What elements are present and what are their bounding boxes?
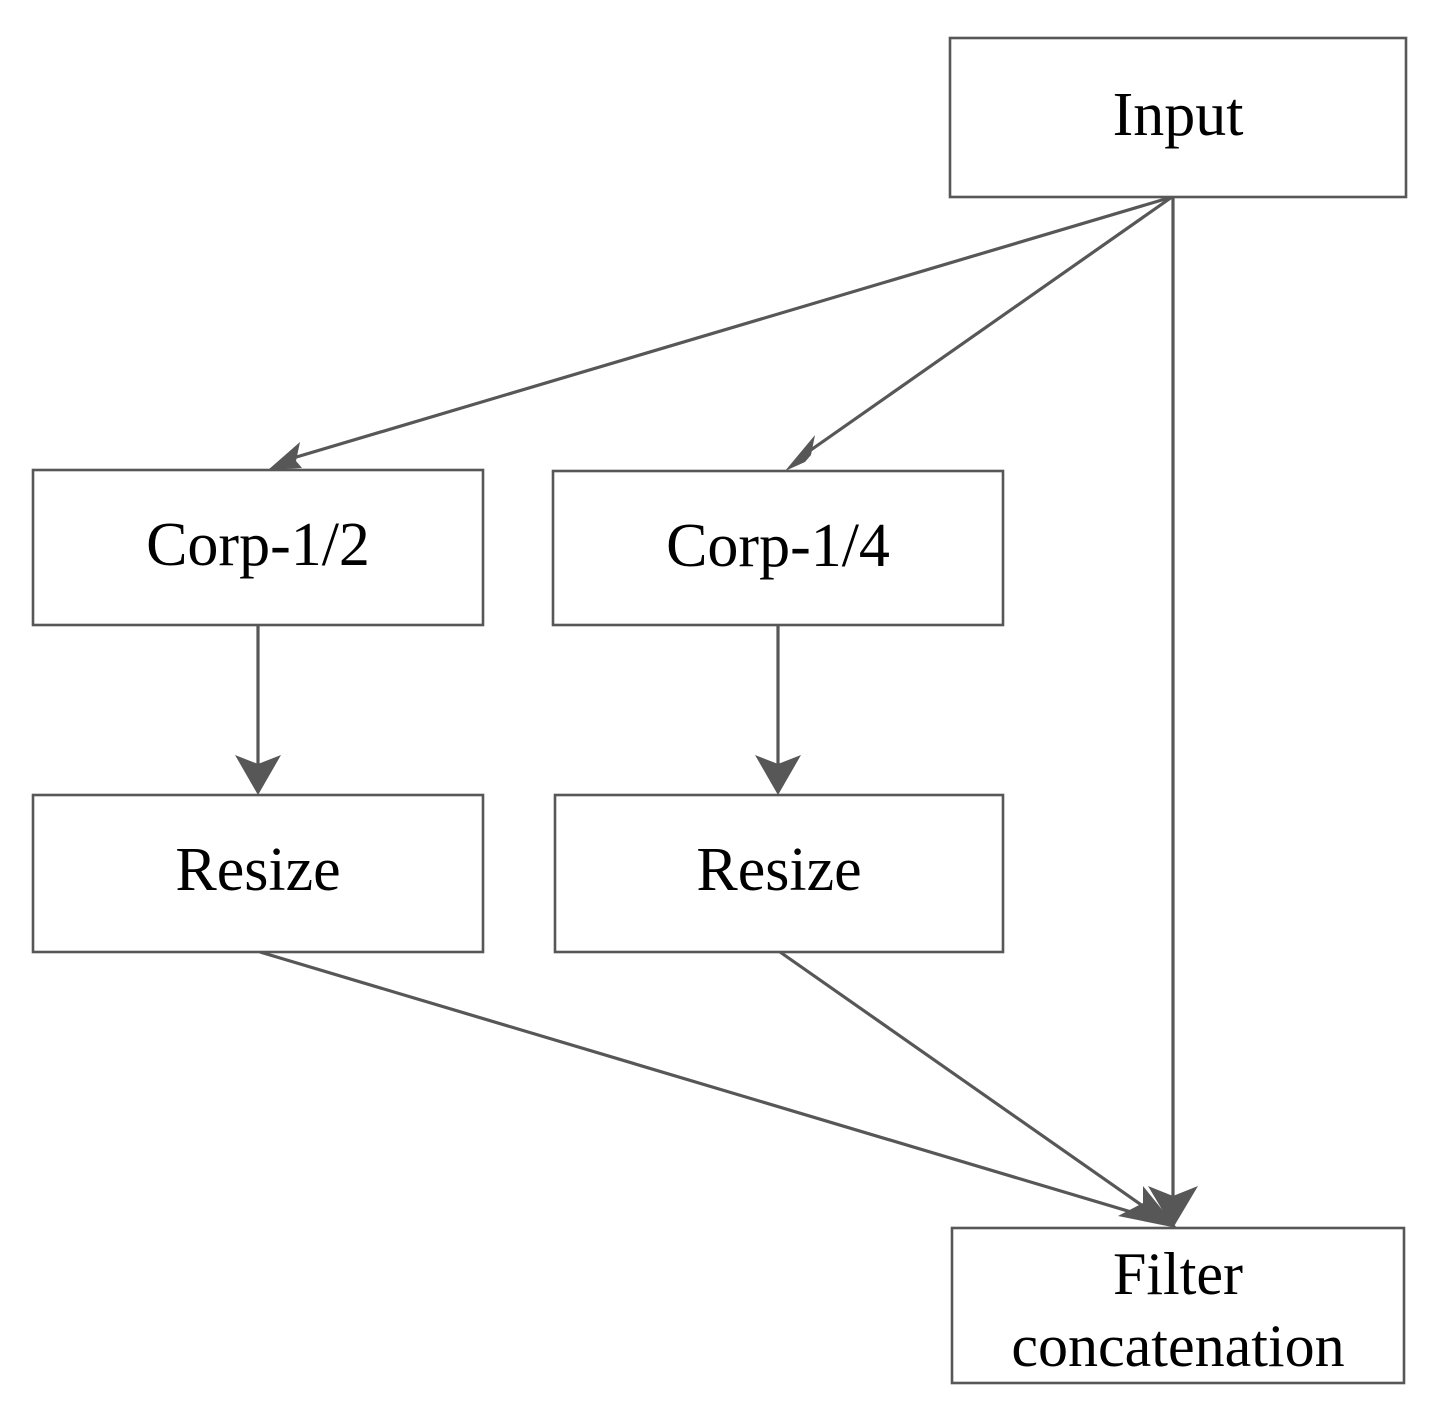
arrowhead-icon-corp-half-resize <box>235 755 281 795</box>
node-input[interactable]: Input <box>948 36 1408 199</box>
node-resize-right[interactable]: Resize <box>553 793 1005 954</box>
edge-corp-quarter-to-resize <box>755 625 801 795</box>
node-resize-left-box[interactable] <box>31 793 485 954</box>
edge-line-input-corp-half <box>282 195 1173 463</box>
arrowhead-icon-corp-quarter-resize <box>755 755 801 795</box>
arrowhead-icon-input-filter <box>1148 1186 1198 1228</box>
arrowhead-icon-resize-filter <box>1118 1186 1177 1228</box>
edge-corp-half-to-resize <box>235 625 281 795</box>
edge-input-to-corp-quarter <box>785 195 1173 471</box>
node-resize-right-label: Resize <box>696 836 861 904</box>
edge-resize-left-to-filter <box>259 950 1159 1222</box>
node-corp-quarter[interactable]: Corp-1/4 <box>551 469 1005 627</box>
edge-input-to-filter <box>1148 197 1198 1228</box>
node-filter-concat-label-line2: concatenation <box>1011 1313 1344 1379</box>
edge-line-resize-left-filter <box>259 950 1159 1222</box>
node-corp-half-label: Corp-1/2 <box>146 511 370 579</box>
arrowhead-icon-input-corp-half <box>268 442 302 470</box>
node-corp-quarter-label: Corp-1/4 <box>666 512 890 580</box>
edge-line-input-corp-quarter <box>797 195 1173 461</box>
edge-line-resize-right-filter <box>779 950 1161 1220</box>
edge-input-to-corp-half <box>268 195 1173 470</box>
node-input-label: Input <box>1113 81 1244 149</box>
arrowhead-icon-input-corp-quarter <box>785 435 815 471</box>
node-resize-right-box[interactable] <box>553 793 1005 954</box>
node-input-box[interactable] <box>948 36 1408 199</box>
node-corp-quarter-box[interactable] <box>551 469 1005 627</box>
edge-resize-right-to-filter <box>779 950 1161 1220</box>
node-filter-concat-label-line1: Filter <box>1113 1241 1243 1307</box>
node-resize-left-label: Resize <box>175 836 340 904</box>
node-filter-concat-box[interactable] <box>950 1226 1406 1385</box>
node-filter-concat[interactable]: Filter concatenation <box>950 1226 1406 1385</box>
node-corp-half-box[interactable] <box>31 468 485 627</box>
node-corp-half[interactable]: Corp-1/2 <box>31 468 485 627</box>
node-resize-left[interactable]: Resize <box>31 793 485 954</box>
edges-layer <box>235 195 1198 1228</box>
